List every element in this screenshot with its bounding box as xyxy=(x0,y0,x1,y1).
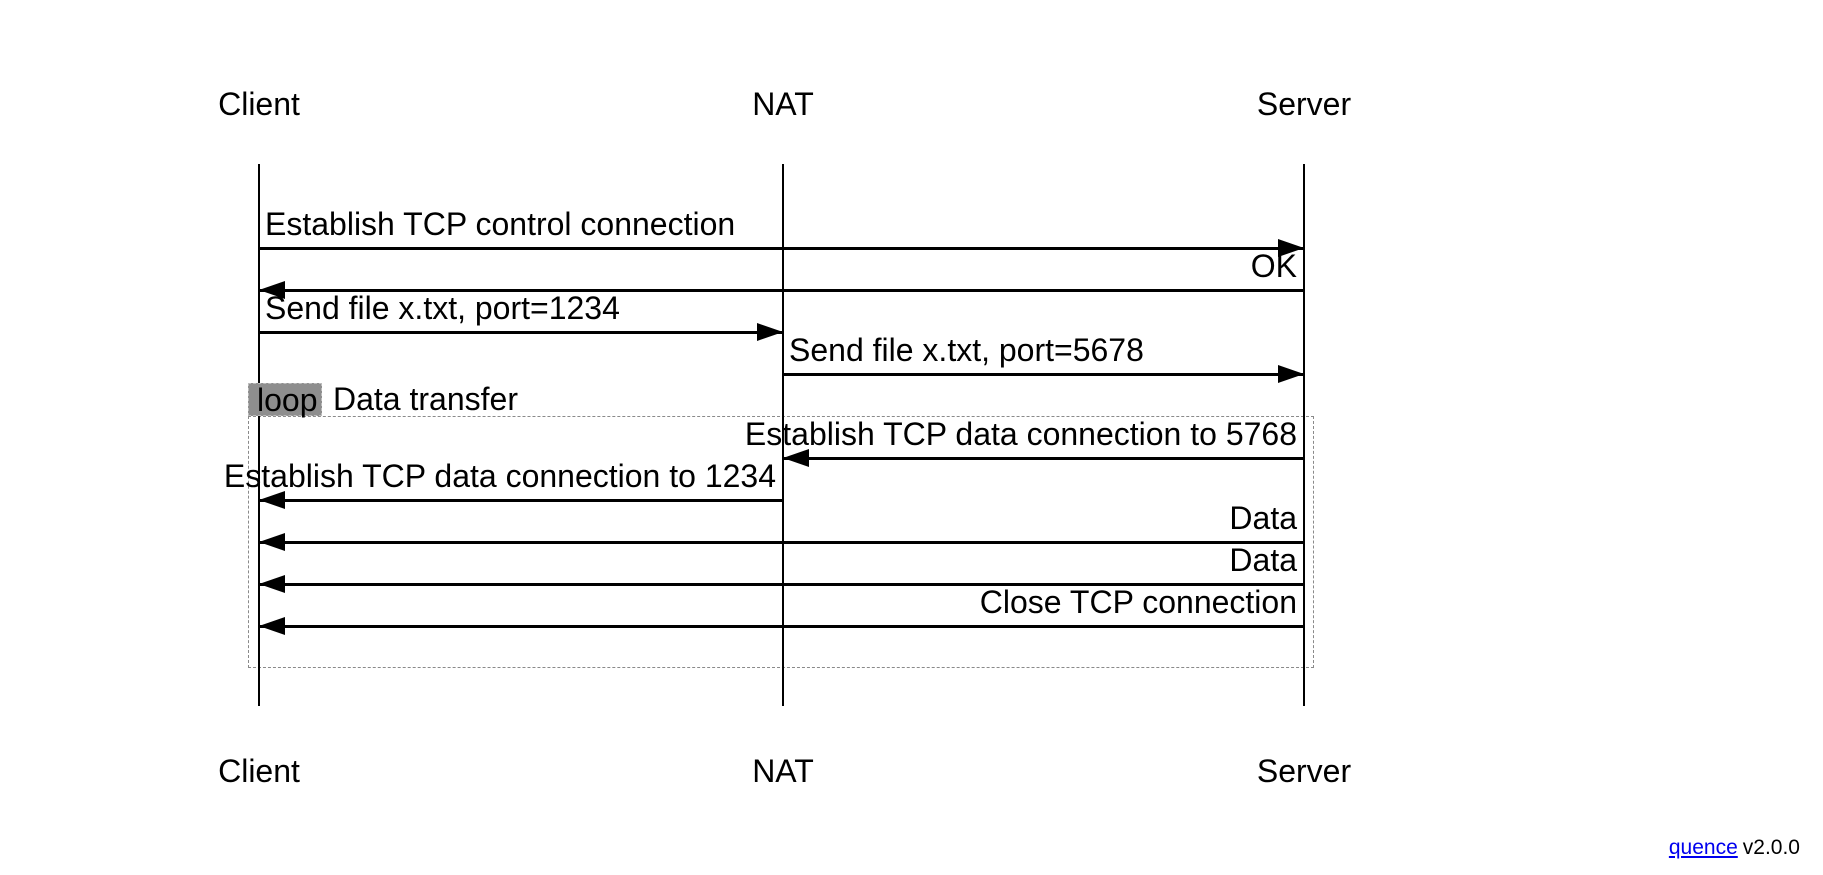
message-line xyxy=(259,247,1304,250)
message-line xyxy=(259,583,1304,586)
message-line xyxy=(259,499,783,502)
arrowhead-icon xyxy=(259,575,285,594)
message-row: OK xyxy=(259,249,1304,300)
message-label: Send file x.txt, port=1234 xyxy=(265,290,620,326)
arrowhead-icon xyxy=(1278,239,1304,258)
version-label: v2.0.0 xyxy=(1742,836,1800,859)
message-row: Send file x.txt, port=5678 xyxy=(783,333,1304,384)
arrowhead-icon xyxy=(757,323,783,342)
message-label: Data xyxy=(1229,500,1297,536)
actor-label-top-server: Server xyxy=(1256,86,1352,122)
actor-label-bottom-server: Server xyxy=(1256,753,1352,789)
arrowhead-icon xyxy=(259,617,285,636)
lifeline-nat xyxy=(782,164,784,706)
loop-operator-label: loop xyxy=(257,382,318,418)
arrowhead-icon xyxy=(1278,365,1304,384)
lifeline-server xyxy=(1303,164,1305,706)
actor-label-bottom-nat: NAT xyxy=(752,753,814,789)
arrowhead-icon xyxy=(259,533,285,552)
message-row: Data xyxy=(259,543,1304,594)
loop-operator-badge: loop xyxy=(248,382,322,418)
message-line xyxy=(259,541,1304,544)
arrowhead-icon xyxy=(259,281,285,300)
message-row: Close TCP connection xyxy=(259,585,1304,636)
arrowhead-icon xyxy=(259,491,285,510)
message-label: Data xyxy=(1229,542,1297,578)
message-label: Establish TCP control connection xyxy=(265,206,736,242)
message-line xyxy=(783,457,1304,460)
message-row: Establish TCP data connection to 5768 xyxy=(745,417,1304,468)
message-label: Send file x.txt, port=5678 xyxy=(789,332,1144,368)
message-line xyxy=(259,289,1304,292)
loop-fragment-title: Data transfer xyxy=(333,381,518,417)
message-line xyxy=(259,331,783,334)
actor-label-top-nat: NAT xyxy=(752,86,814,122)
message-label: Close TCP connection xyxy=(979,584,1297,620)
message-line xyxy=(259,625,1304,628)
message-row: Establish TCP data connection to 1234 xyxy=(224,459,783,510)
message-label: Establish TCP data connection to 1234 xyxy=(223,458,776,494)
message-label: OK xyxy=(1250,248,1297,284)
lifeline-client xyxy=(258,164,260,706)
message-label: Establish TCP data connection to 5768 xyxy=(744,416,1297,452)
actor-label-bottom-client: Client xyxy=(218,753,300,789)
arrowhead-icon xyxy=(783,449,809,468)
message-line xyxy=(783,373,1304,376)
message-row: Send file x.txt, port=1234 xyxy=(259,291,783,342)
message-row: Establish TCP control connection xyxy=(259,207,1304,258)
actor-label-top-client: Client xyxy=(218,86,300,122)
quence-link[interactable]: quence xyxy=(1668,836,1738,859)
message-row: Data xyxy=(259,501,1304,552)
loop-fragment xyxy=(248,416,1314,668)
